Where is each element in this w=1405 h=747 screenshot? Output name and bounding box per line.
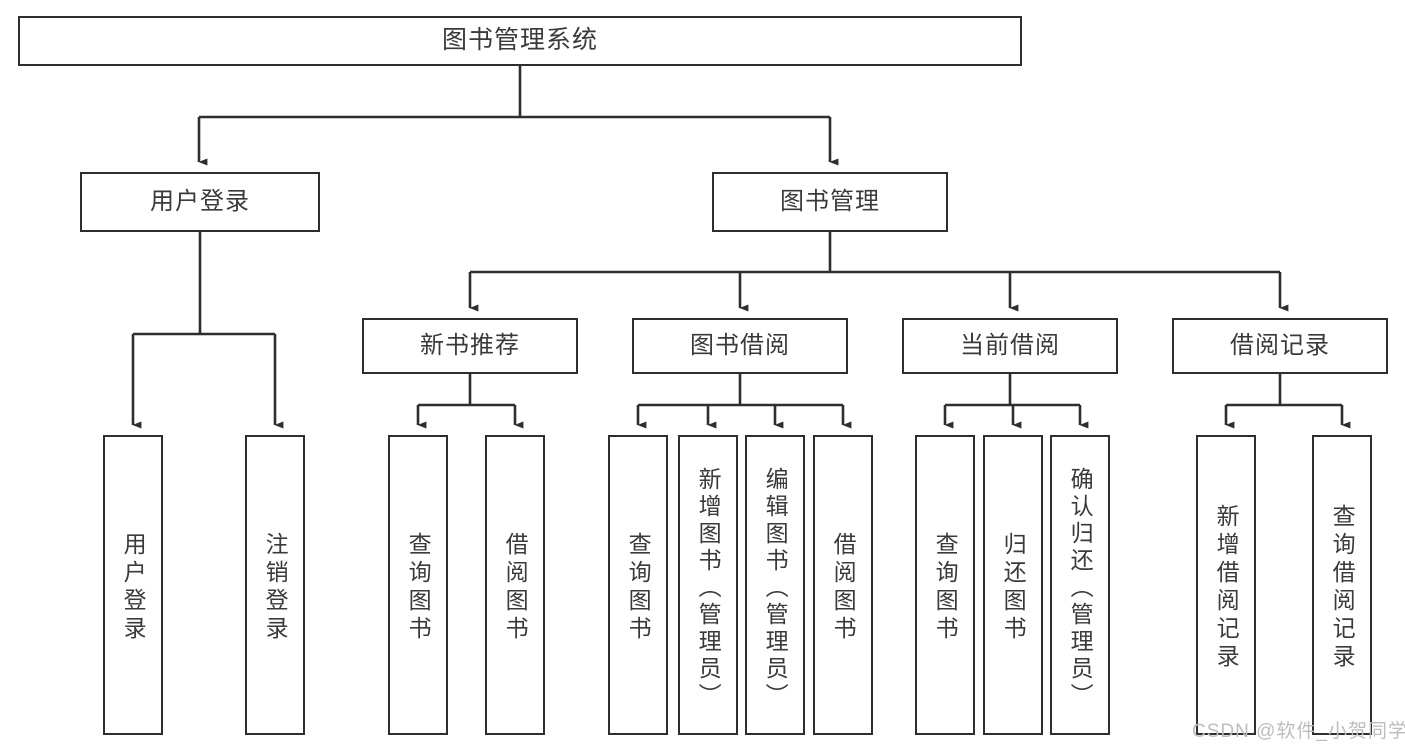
node-leaf-query-book-2-label: 查询图书 [625,532,652,644]
node-book-borrow[interactable]: 图书借阅 [632,318,848,374]
node-user-login[interactable]: 用户登录 [80,172,320,232]
node-current-borrow-label: 当前借阅 [960,331,1060,359]
node-leaf-confirm-return[interactable]: 确认归还（管理员） [1050,435,1110,735]
node-leaf-borrow-book-2[interactable]: 借阅图书 [813,435,873,735]
node-leaf-add-book-label: 新增图书（管理员） [695,466,722,710]
node-new-book-rec-label: 新书推荐 [420,331,520,359]
node-leaf-user-login[interactable]: 用户登录 [103,435,163,735]
node-leaf-return-book-label: 归还图书 [1000,532,1027,644]
node-leaf-query-record[interactable]: 查询借阅记录 [1312,435,1372,735]
node-book-borrow-label: 图书借阅 [690,331,790,359]
node-current-borrow[interactable]: 当前借阅 [902,318,1118,374]
node-user-login-label: 用户登录 [150,187,250,215]
node-leaf-add-record[interactable]: 新增借阅记录 [1196,435,1256,735]
node-leaf-query-book-3[interactable]: 查询图书 [915,435,975,735]
node-leaf-query-book-2[interactable]: 查询图书 [608,435,668,735]
node-leaf-query-book-3-label: 查询图书 [932,532,959,644]
node-leaf-user-login-label: 用户登录 [120,532,147,644]
node-leaf-borrow-book-2-label: 借阅图书 [830,532,857,644]
node-leaf-borrow-book-1-label: 借阅图书 [502,532,529,644]
node-leaf-confirm-return-label: 确认归还（管理员） [1067,466,1094,710]
node-leaf-add-book[interactable]: 新增图书（管理员） [678,435,738,735]
node-leaf-edit-book[interactable]: 编辑图书（管理员） [745,435,805,735]
node-leaf-logout-label: 注销登录 [262,532,289,644]
csdn-watermark: CSDN @软件_小贺同学 [1192,721,1405,742]
node-root-label: 图书管理系统 [441,26,598,55]
node-leaf-query-book-1-label: 查询图书 [405,532,432,644]
node-leaf-query-book-1[interactable]: 查询图书 [388,435,448,735]
node-leaf-borrow-book-1[interactable]: 借阅图书 [485,435,545,735]
node-leaf-query-record-label: 查询借阅记录 [1329,504,1356,672]
node-leaf-return-book[interactable]: 归还图书 [983,435,1043,735]
node-leaf-add-record-label: 新增借阅记录 [1213,504,1240,672]
node-book-manage[interactable]: 图书管理 [712,172,948,232]
node-new-book-rec[interactable]: 新书推荐 [362,318,578,374]
node-leaf-logout[interactable]: 注销登录 [245,435,305,735]
node-borrow-record[interactable]: 借阅记录 [1172,318,1388,374]
node-book-manage-label: 图书管理 [780,187,880,215]
node-root[interactable]: 图书管理系统 [18,16,1022,66]
node-borrow-record-label: 借阅记录 [1230,331,1330,359]
node-leaf-edit-book-label: 编辑图书（管理员） [762,466,789,710]
